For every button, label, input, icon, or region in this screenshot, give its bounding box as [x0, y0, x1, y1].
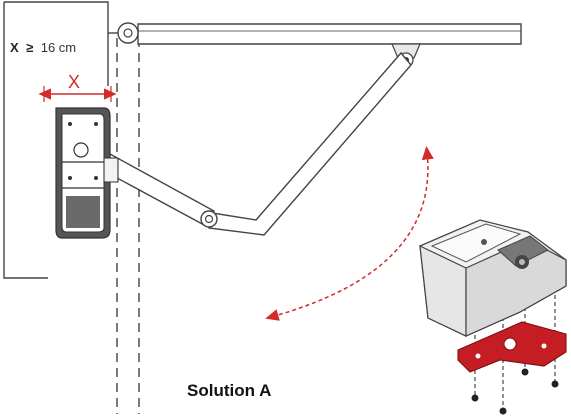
- solution-caption: Solution A: [187, 381, 271, 400]
- gate-hinge: [108, 22, 139, 44]
- offset-marker-label: X: [68, 72, 80, 92]
- arm-lower-segment: [105, 152, 215, 227]
- arm-elbow-joint: [200, 210, 218, 228]
- wall-pillar: [3, 1, 109, 279]
- swing-motion-arc: [265, 146, 434, 321]
- arm-upper-segment: [205, 51, 412, 236]
- motor-unit: [419, 219, 567, 415]
- gate-operator-unit: [55, 107, 119, 239]
- dimension-label: X ≥ 16 cm: [10, 39, 76, 56]
- gate-leaf: [137, 23, 522, 45]
